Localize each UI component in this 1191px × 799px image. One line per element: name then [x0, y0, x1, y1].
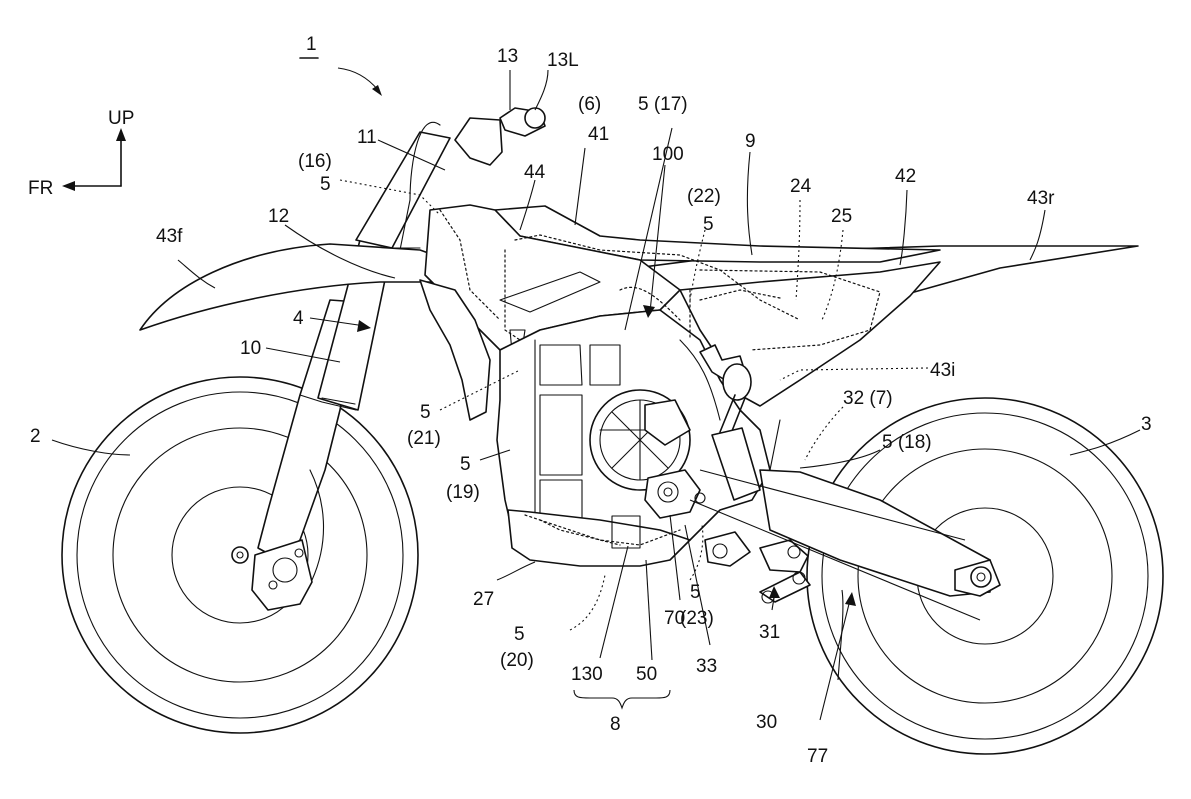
label-11: 11	[357, 127, 377, 148]
label-31: 31	[759, 622, 780, 643]
swing-arm-pivot	[704, 531, 751, 567]
rear-shock	[699, 344, 761, 501]
label-100: 100	[652, 144, 684, 165]
label-27: 27	[473, 589, 494, 610]
label-44: 44	[524, 162, 546, 183]
label-ref-main: 1	[306, 34, 317, 55]
internal-dotted-lines	[439, 209, 881, 546]
link-31	[759, 571, 811, 603]
label-24: 24	[790, 176, 812, 197]
label-12: 12	[268, 206, 289, 227]
label-8: 8	[610, 714, 621, 735]
skid-plate	[507, 509, 691, 567]
label-22: (22)	[687, 186, 721, 207]
label-9: 9	[745, 131, 756, 152]
rear-wheel	[806, 397, 1164, 755]
label-50: 50	[636, 664, 657, 685]
label-19: (19)	[446, 482, 480, 503]
label-5-21a: 5	[420, 402, 431, 423]
label-13: 13	[497, 46, 518, 67]
motor-unit	[589, 389, 706, 519]
label-42: 42	[895, 166, 916, 187]
label-16: (16)	[298, 151, 332, 172]
label-41: 41	[588, 124, 609, 145]
label-5-18: 5 (18)	[882, 432, 932, 453]
label-70: 70	[664, 608, 685, 629]
label-5-16: 5	[320, 174, 331, 195]
front-fork	[251, 131, 451, 611]
label-43r: 43r	[1027, 188, 1055, 209]
label-20: (20)	[500, 650, 534, 671]
label-23: (23)	[680, 608, 714, 629]
label-5-19a: 5	[460, 454, 471, 475]
label-5-20a: 5	[514, 624, 525, 645]
label-21: (21)	[407, 428, 441, 449]
label-5-17: 5 (17)	[638, 94, 688, 115]
label-6: (6)	[578, 94, 601, 115]
label-43i: 43i	[930, 360, 955, 381]
orientation-indicator	[62, 128, 126, 191]
label-25: 25	[831, 206, 852, 227]
label-3: 3	[1141, 414, 1152, 435]
front-fender	[139, 243, 471, 331]
front-wheel	[61, 376, 419, 734]
label-5-22: 5	[703, 214, 714, 235]
leader-lines	[51, 67, 1141, 721]
reference-labels: 1 UP FR 13 13L (6) 41 5 (17) 100 9 11 (1…	[28, 34, 1152, 767]
radiator-shroud	[419, 279, 491, 421]
label-32-7: 32 (7)	[843, 388, 893, 409]
drive-chain	[689, 469, 981, 621]
label-10: 10	[240, 338, 261, 359]
label-axis-front: FR	[28, 178, 53, 199]
label-5-23a: 5	[690, 582, 701, 603]
label-33: 33	[696, 656, 717, 677]
label-13L: 13L	[547, 50, 579, 71]
handlebar	[399, 107, 546, 251]
label-axis-up: UP	[108, 108, 134, 129]
label-2: 2	[30, 426, 41, 447]
label-4: 4	[293, 308, 304, 329]
label-77: 77	[807, 746, 828, 767]
label-43f: 43f	[156, 226, 183, 247]
label-130: 130	[571, 664, 603, 685]
label-30: 30	[756, 712, 777, 733]
